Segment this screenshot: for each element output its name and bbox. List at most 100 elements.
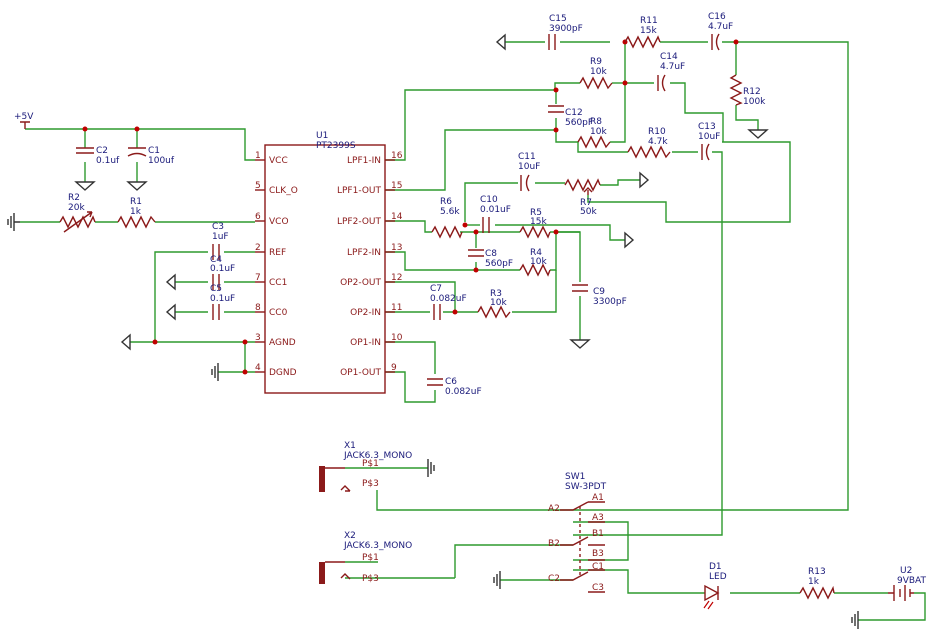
ic-pin-number: 8: [255, 303, 261, 313]
c7-ref: C7: [430, 284, 442, 294]
ic-pin-name: VCO: [269, 217, 289, 227]
capacitor-c10[interactable]: C10 0.01uF: [480, 195, 511, 233]
c8-ref: C8: [485, 249, 497, 259]
jack-x1[interactable]: X1 JACK6.3_MONO P$1 P$3: [319, 441, 412, 492]
c2-value: 0.1uf: [96, 156, 120, 166]
potentiometer-r7[interactable]: R7 50k: [564, 178, 601, 217]
sw1-pin-c3: C3: [592, 583, 604, 593]
r9-value: 10k: [590, 67, 607, 77]
c16-value: 4.7uF: [708, 22, 733, 32]
sw1-value: SW-3PDT: [565, 482, 607, 492]
ground-icon: [165, 273, 176, 291]
ic-pin-name: LPF1-IN: [347, 156, 381, 166]
x2-ref: X2: [344, 531, 356, 541]
junction-dot: [462, 222, 468, 228]
capacitor-c9[interactable]: C9 3300pF: [572, 284, 627, 307]
ic-body: [264, 144, 386, 394]
ic-pin-number: 12: [391, 273, 402, 283]
sw1-pin-a2: A2: [548, 504, 560, 514]
led-d1[interactable]: D1 LED: [703, 562, 727, 610]
capacitor-c6[interactable]: C6 0.082uF: [427, 377, 482, 397]
r10-value: 4.7k: [648, 137, 668, 147]
c11-ref: C11: [518, 152, 536, 162]
resistor-r9[interactable]: R9 10k: [579, 57, 613, 90]
ground-icon: [7, 213, 20, 231]
c5-ref: C5: [210, 284, 222, 294]
ground-icon: [495, 33, 506, 51]
x2-value: JACK6.3_MONO: [343, 541, 412, 551]
ic-pin-number: 1: [255, 151, 261, 161]
capacitor-c8[interactable]: C8 560pF: [468, 249, 513, 269]
capacitor-c2[interactable]: C2 0.1uf: [76, 146, 120, 166]
r3-value: 10k: [490, 298, 507, 308]
battery-u2[interactable]: U2 9VBAT: [888, 566, 927, 601]
c12-ref: C12: [565, 108, 583, 118]
resistor-r3[interactable]: R3 10k: [477, 289, 511, 319]
capacitor-c15[interactable]: C15 3900pF: [548, 14, 583, 50]
resistor-r12[interactable]: R12 100k: [729, 74, 766, 107]
ic-pin-name: CC1: [269, 278, 287, 288]
sw1-pin-a1: A1: [592, 493, 604, 503]
resistor-r8[interactable]: R8 10k: [577, 117, 611, 149]
resistor-r4[interactable]: R4 10k: [519, 248, 551, 277]
r7-ref: R7: [580, 198, 592, 208]
r11-value: 15k: [640, 26, 657, 36]
r2-value: 20k: [68, 203, 85, 213]
switch-sw1[interactable]: SW1 SW-3PDT A1 A2 A3 B1 B2 B3 C1 C2 C3: [548, 472, 607, 593]
capacitor-c1[interactable]: C1 100uf: [127, 146, 175, 166]
ic-ref: U1: [316, 131, 328, 141]
junction-dot: [733, 39, 739, 45]
r5-ref: R5: [530, 208, 542, 218]
capacitor-c3[interactable]: C3 1uF: [212, 222, 229, 260]
junction-dot: [473, 229, 479, 235]
c9-ref: C9: [593, 287, 605, 297]
resistor-r6[interactable]: R6 5.6k: [431, 197, 463, 239]
ground-icon: [126, 181, 148, 191]
sw1-pin-c1: C1: [592, 562, 604, 572]
capacitor-c14[interactable]: C14 4.7uF: [657, 52, 685, 92]
junction-dot: [473, 267, 479, 273]
r9-ref: R9: [590, 57, 602, 67]
ground-icon: [211, 363, 219, 381]
c9-value: 3300pF: [593, 297, 627, 307]
resistor-r11[interactable]: R11 15k: [624, 16, 661, 49]
capacitor-c12[interactable]: C12 560pF: [548, 105, 593, 128]
ground-icon: [569, 339, 591, 349]
sw1-pin-a3: A3: [592, 513, 604, 523]
resistor-r2[interactable]: R2 20k: [59, 193, 96, 233]
ic-pin-number: 14: [391, 212, 403, 222]
jack-x1-body: [319, 466, 325, 492]
resistor-r10[interactable]: R10 4.7k: [627, 127, 671, 159]
capacitor-c7[interactable]: C7 0.082uF: [430, 284, 467, 320]
r6-value: 5.6k: [440, 207, 460, 217]
c4-value: 0.1uF: [210, 264, 235, 274]
capacitor-c5[interactable]: C5 0.1uF: [210, 284, 235, 320]
c15-ref: C15: [549, 14, 567, 24]
capacitor-c4[interactable]: C4 0.1uF: [210, 255, 235, 290]
ic-pin-number: 7: [255, 273, 261, 283]
capacitor-c11[interactable]: C11 10uF: [518, 152, 540, 192]
jack-x2[interactable]: X2 JACK6.3_MONO P$1 P$3: [319, 531, 412, 584]
r7-value: 50k: [580, 207, 597, 217]
c10-ref: C10: [480, 195, 498, 205]
resistor-r13[interactable]: R13 1k: [799, 567, 835, 600]
resistor-r5[interactable]: R5 15k: [519, 208, 551, 239]
ic-pin-number: 11: [391, 303, 402, 313]
ic-pin-name: OP1-OUT: [340, 368, 381, 378]
capacitor-c13[interactable]: C13 10uF: [698, 122, 720, 161]
ic-pin-name: LPF1-OUT: [337, 186, 382, 196]
c13-ref: C13: [698, 122, 716, 132]
resistor-r1[interactable]: R1 1k: [117, 197, 156, 229]
u2-value: 9VBAT: [897, 576, 927, 586]
c6-ref: C6: [445, 377, 457, 387]
ic-pin-number: 3: [255, 333, 261, 343]
capacitor-c16[interactable]: C16 4.7uF: [708, 12, 733, 51]
